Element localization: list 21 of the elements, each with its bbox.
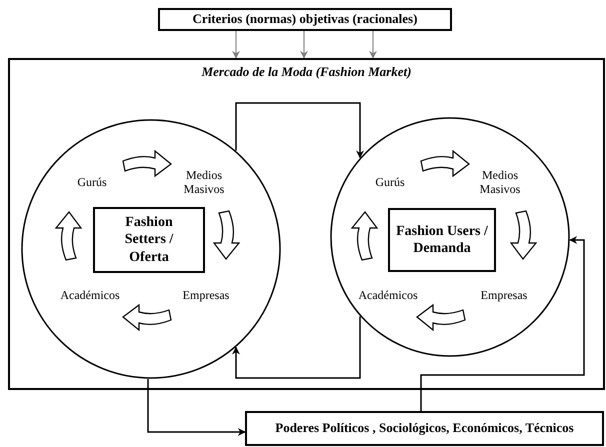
process-box: Criterios (normas) objetivas (racionales): [158, 8, 452, 31]
process-box: Poderes Políticos , Sociológicos, Económicos, Técnicos: [245, 411, 604, 446]
connector-arrow: [147, 378, 246, 436]
connector-arrow: [369, 30, 377, 59]
frame-heading: Mercado de la Moda (Fashion Market): [202, 64, 412, 80]
connector-arrow: [232, 316, 361, 379]
process-box: Fashion Setters / Oferta: [93, 207, 205, 273]
actor-label: Medios Masivos: [478, 169, 522, 197]
process-box: Fashion Users / Demanda: [388, 208, 496, 272]
actor-label: Gurús: [375, 176, 405, 190]
market-frame: [8, 58, 605, 390]
actor-label: Académicos: [358, 289, 418, 303]
connector-arrow: [232, 30, 240, 59]
connector-arrow: [235, 102, 364, 158]
actor-label: Empresas: [182, 289, 230, 303]
actor-label: Empresas: [480, 289, 528, 303]
actor-label: Medios Masivos: [182, 169, 226, 197]
connector-arrow: [300, 30, 308, 59]
connector-arrow: [420, 236, 585, 411]
actor-label: Académicos: [60, 289, 120, 303]
actor-label: Gurús: [77, 176, 107, 190]
